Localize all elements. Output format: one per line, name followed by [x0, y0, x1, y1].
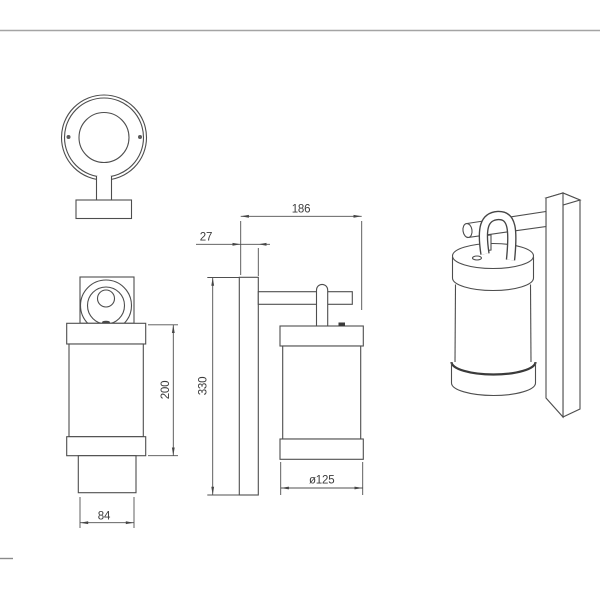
side-top-cap [279, 325, 364, 347]
arrowhead-up [171, 324, 175, 333]
persp-cap-band [451, 257, 535, 292]
side-wall-plate [238, 276, 259, 496]
arrowhead-down [211, 486, 215, 495]
persp-body-right-edge [529, 284, 532, 363]
persp-bottom-ring [450, 362, 537, 397]
dimension-plate-thickness: 27 [196, 232, 270, 276]
dimension-label-186: 186 [292, 204, 311, 216]
persp-body-left-edge [454, 284, 457, 363]
front-bottom-section [77, 455, 137, 494]
side-hook [315, 283, 329, 326]
arrowhead-left [232, 242, 241, 246]
side-arm [257, 291, 353, 305]
arrowhead-left [240, 214, 249, 218]
front-bottom-ring [66, 436, 147, 457]
arrowhead-left [280, 486, 289, 490]
front-top-cap [66, 322, 147, 345]
front-view: 200 84 [66, 276, 178, 528]
dimension-label-84: 84 [98, 511, 111, 523]
dimension-projection-depth: 186 [240, 204, 363, 310]
top-view-outer-rim [60, 94, 148, 181]
top-view-lens-circle [78, 111, 130, 164]
persp-hook-band-fill [479, 212, 516, 261]
top-view-rim-inner-edge [63, 97, 145, 178]
persp-ring-top-seam [450, 361, 537, 376]
dimension-label-27: 27 [200, 232, 212, 244]
dimension-label-200: 200 [160, 381, 172, 400]
arrowhead-down [171, 447, 175, 456]
persp-plate-front-face [545, 192, 564, 419]
persp-lamp-top-ellipse [451, 242, 535, 270]
arrowhead-right [354, 486, 363, 490]
dimension-label-diameter: ø125 [309, 475, 334, 487]
top-view-screw-left [66, 135, 71, 139]
side-view: 186 27 330 ø125 [196, 204, 364, 496]
top-view-screw-right [138, 135, 142, 139]
dimension-total-height: 330 [198, 277, 240, 496]
perspective-view [450, 192, 582, 419]
top-view [60, 94, 148, 220]
top-view-stem-mask [96, 176, 112, 202]
persp-top-hole [471, 255, 483, 261]
arrowhead-right [125, 521, 134, 525]
arrowhead-right [258, 242, 267, 246]
dimension-body-diameter: ø125 [280, 462, 364, 495]
side-bottom-ring [279, 438, 364, 460]
arrowhead-right [353, 214, 362, 218]
front-body [68, 343, 144, 438]
dimension-label-330: 330 [198, 377, 210, 396]
front-arm-end-circle [96, 289, 116, 308]
side-cap-detail-mark [338, 322, 345, 326]
arrowhead-left [80, 521, 89, 525]
side-body [282, 345, 362, 440]
dimension-base-width: 84 [79, 497, 135, 528]
arrowhead-up [211, 277, 215, 286]
top-view-wall-base [75, 199, 133, 220]
persp-arm-end-cap [462, 222, 473, 239]
dimension-body-height: 200 [148, 324, 178, 457]
persp-plate-side-face [562, 192, 581, 418]
